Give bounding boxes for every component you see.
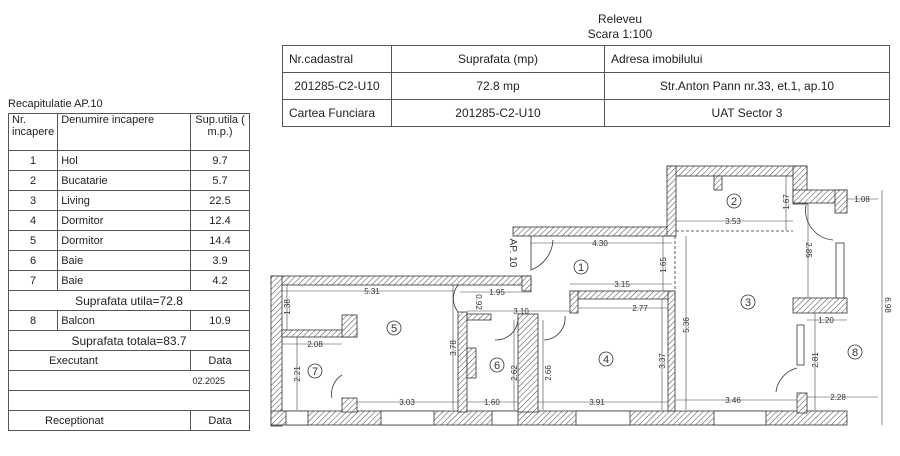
dim-label: 5.36	[682, 317, 691, 333]
dim-label: 2.66	[544, 365, 553, 381]
dim-label: 3.15	[614, 280, 630, 289]
executant-label: Executant	[8, 350, 191, 371]
dim-label: 1.65	[659, 257, 668, 273]
room-number: 4	[603, 354, 609, 366]
data-label: Data	[190, 350, 250, 371]
dim-label: 2.28	[830, 393, 846, 402]
header-sup: Sup.utila ( m.p.)	[190, 113, 250, 151]
dim-label: 3.03	[399, 398, 415, 407]
dim-label: 3.78	[449, 340, 458, 356]
total-area: Suprafata totala=83.7	[8, 330, 250, 351]
uat-value: UAT Sector 3	[604, 99, 890, 127]
land-book-number: 201285-C2-U10	[391, 99, 605, 127]
room-number: 5	[391, 323, 397, 335]
document-title: Releveu	[597, 12, 643, 26]
dim-label: 2.62	[510, 365, 519, 381]
data-label-2: Data	[190, 410, 250, 431]
windows	[285, 242, 845, 426]
address-value: Str.Anton Pann nr.33, et.1, ap.10	[604, 72, 890, 100]
cadastral-number: 201285-C2-U10	[282, 72, 392, 100]
apartment-label: AP. 10	[507, 239, 518, 268]
walls	[270, 165, 848, 427]
dim-label: 1.60	[484, 398, 500, 407]
dim-label: 2.08	[307, 340, 323, 349]
dim-label: 4.30	[592, 239, 608, 248]
dim-label: 3.53	[725, 217, 741, 226]
dim-label: 1.38	[283, 299, 292, 315]
room-number: 3	[745, 297, 751, 309]
dim-label: 1.95	[489, 288, 505, 297]
scale-label: Scara 1:100	[587, 27, 653, 41]
land-book-label: Cartea Funciara	[282, 99, 392, 127]
room-number: 8	[852, 347, 858, 359]
dim-label: 2.85	[804, 242, 813, 258]
dim-label: 2.77	[632, 304, 648, 313]
dim-label: 1.20	[818, 316, 834, 325]
dimension-lines	[282, 176, 883, 425]
dim-label: 2.21	[293, 366, 302, 382]
area-value: 72.8 mp	[391, 72, 605, 100]
dim-label: 1.08	[854, 195, 870, 204]
dim-label: 6.98	[883, 297, 892, 313]
room-number: 2	[731, 196, 737, 208]
dim-label: 3.46	[725, 396, 741, 405]
dim-label: 3.91	[589, 398, 605, 407]
header-name: Denumire incapere	[57, 113, 191, 151]
dim-label: 2.81	[811, 352, 820, 368]
room-numbers: 1 2 3 4 5 6 7 8	[312, 196, 858, 378]
dim-label: 3.10	[513, 307, 529, 316]
room-number: 7	[312, 366, 318, 378]
dim-label: 1.67	[782, 194, 791, 210]
receptionat-label: Receptionat	[8, 410, 191, 431]
doors	[331, 204, 834, 399]
dimension-labels: 4.30 1.65 3.15 5.31 1.95 0.92 3.10 2.77 …	[283, 194, 892, 407]
room-number: 6	[494, 360, 500, 372]
dim-label: 5.31	[364, 287, 380, 296]
room-number: 1	[578, 262, 584, 274]
recap-title: Recapitulatie AP.10	[8, 98, 103, 110]
room-number-circles	[307, 193, 863, 379]
header-cadastral: Nr.cadastral	[282, 45, 392, 73]
dim-label: 3.37	[658, 353, 667, 369]
dim-label: 0.92	[474, 294, 483, 310]
